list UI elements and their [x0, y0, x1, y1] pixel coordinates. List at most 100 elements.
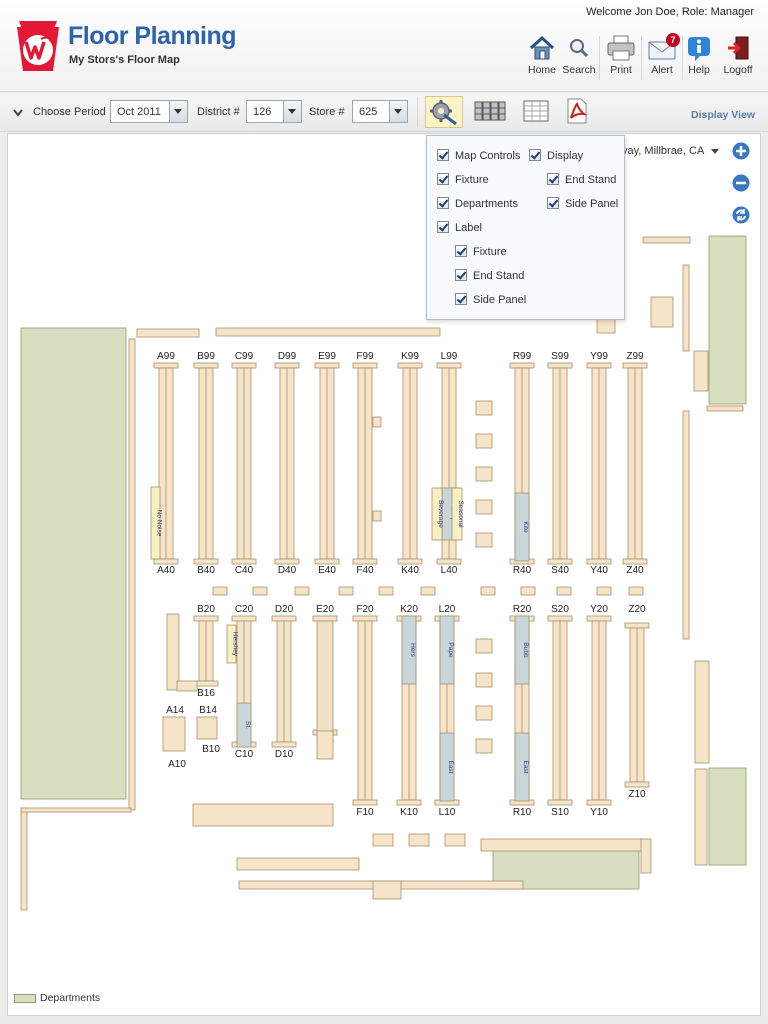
- small-fixture-b[interactable]: [196, 716, 218, 740]
- aisle-f99-end-cap[interactable]: [352, 362, 378, 369]
- end-stand[interactable]: [596, 586, 612, 596]
- checkbox-checked-icon[interactable]: [455, 245, 467, 257]
- aisle-y20-end-cap[interactable]: [586, 615, 612, 622]
- aisle-e99-end-cap[interactable]: [314, 362, 340, 369]
- display-table[interactable]: [475, 400, 493, 416]
- wall-fixture[interactable]: [706, 405, 744, 412]
- aisle-l99-end-cap[interactable]: [436, 558, 462, 565]
- side-panel[interactable]: [372, 510, 382, 522]
- wall-fixture[interactable]: [693, 350, 709, 392]
- department-block[interactable]: [708, 235, 747, 405]
- seasonal-section[interactable]: [451, 487, 463, 541]
- aisle-k20-end-cap[interactable]: [396, 799, 422, 806]
- aisle-y99-end-cap[interactable]: [586, 558, 612, 565]
- checkbox-checked-icon[interactable]: [547, 173, 559, 185]
- small-fixture[interactable]: [176, 680, 198, 692]
- store-select[interactable]: 625: [352, 100, 408, 123]
- aisle-s99-end-cap[interactable]: [547, 558, 573, 565]
- aisle-b20-end-cap[interactable]: [193, 615, 219, 622]
- checkbox-checked-icon[interactable]: [529, 149, 541, 161]
- aisle-y99-end-cap[interactable]: [586, 362, 612, 369]
- checkout-fixture[interactable]: [640, 838, 652, 874]
- aisle-e99-end-cap[interactable]: [314, 558, 340, 565]
- wall-fixture[interactable]: [650, 296, 674, 328]
- aisle-e20-end-cap[interactable]: [312, 615, 338, 622]
- end-stand[interactable]: [212, 586, 228, 596]
- location-chevron-down-icon[interactable]: [711, 149, 719, 154]
- east-l-section[interactable]: [439, 732, 455, 802]
- kite-section[interactable]: [514, 492, 530, 562]
- display-table[interactable]: [475, 532, 493, 548]
- aisle-r99-end-cap[interactable]: [509, 362, 535, 369]
- aisle-b99-end-cap[interactable]: [193, 558, 219, 565]
- aisle-z20-end-cap[interactable]: [624, 781, 650, 788]
- checkbox-checked-icon[interactable]: [455, 293, 467, 305]
- st-section[interactable]: [236, 702, 252, 748]
- checkout-fixture[interactable]: [192, 803, 334, 827]
- small-fixture-a[interactable]: [162, 716, 186, 752]
- walgreens-logo-icon[interactable]: [13, 17, 63, 75]
- floor-map-canvas[interactable]: A99A40B99B40C99C40D99D40E99E40F99F40K99K…: [8, 134, 761, 1016]
- aisle-d99-end-cap[interactable]: [274, 558, 300, 565]
- side-panel[interactable]: [372, 416, 382, 428]
- hershey-section[interactable]: [226, 624, 237, 664]
- period-select[interactable]: Oct 2011: [110, 100, 188, 123]
- aisle-f20-end-cap[interactable]: [352, 615, 378, 622]
- fixtures-button[interactable]: [472, 96, 510, 128]
- aisle-d99-end-cap[interactable]: [274, 362, 300, 369]
- aisle-f20-end-cap[interactable]: [352, 799, 378, 806]
- display-table[interactable]: [475, 672, 493, 688]
- end-stand[interactable]: [520, 586, 536, 596]
- wall-fixture[interactable]: [642, 236, 691, 244]
- end-stand[interactable]: [628, 586, 644, 596]
- e-section[interactable]: [316, 620, 334, 734]
- display-table[interactable]: [475, 433, 493, 449]
- display-table[interactable]: [475, 705, 493, 721]
- end-stand[interactable]: [480, 586, 496, 596]
- checkbox-checked-icon[interactable]: [437, 173, 449, 185]
- aisle-f99-end-cap[interactable]: [352, 558, 378, 565]
- east-r-section[interactable]: [514, 732, 530, 802]
- aisle-l99-end-cap[interactable]: [436, 362, 462, 369]
- wall-fixture[interactable]: [682, 264, 690, 352]
- display-table[interactable]: [475, 638, 493, 654]
- refresh-icon[interactable]: [732, 206, 750, 224]
- wall-fixture[interactable]: [694, 768, 708, 866]
- wall-fixture[interactable]: [128, 338, 136, 811]
- home-button[interactable]: Home: [522, 34, 562, 84]
- wall-fixture[interactable]: [20, 807, 132, 813]
- beverage-section[interactable]: [431, 487, 443, 541]
- end-stand[interactable]: [378, 586, 394, 596]
- search-button[interactable]: Search: [559, 34, 599, 84]
- end-stand[interactable]: [338, 586, 354, 596]
- collapse-chevron-icon[interactable]: [13, 109, 23, 117]
- wall-fixture[interactable]: [682, 410, 690, 640]
- display-table[interactable]: [372, 833, 394, 847]
- department-block[interactable]: [20, 327, 127, 800]
- checkbox-checked-icon[interactable]: [547, 197, 559, 209]
- checkout-fixture[interactable]: [480, 838, 648, 852]
- display-table[interactable]: [475, 738, 493, 754]
- map-settings-button[interactable]: [425, 96, 463, 128]
- alert-button[interactable]: 7 Alert: [642, 33, 682, 84]
- grid-report-button[interactable]: [518, 96, 556, 128]
- aisle-k99-end-cap[interactable]: [397, 558, 423, 565]
- display-table[interactable]: [444, 833, 466, 847]
- end-stand[interactable]: [294, 586, 310, 596]
- end-stand[interactable]: [556, 586, 572, 596]
- aisle-c20-end-cap[interactable]: [231, 615, 257, 622]
- pape-section[interactable]: [439, 615, 455, 685]
- aisle-a99-end-cap[interactable]: [153, 362, 179, 369]
- aisle-b20-end-cap[interactable]: [193, 680, 219, 687]
- display-table[interactable]: [475, 466, 493, 482]
- aisle-z99-end-cap[interactable]: [622, 362, 648, 369]
- hers-section[interactable]: [401, 615, 417, 685]
- checkout-fixture[interactable]: [372, 880, 402, 900]
- end-stand[interactable]: [252, 586, 268, 596]
- print-button[interactable]: Print: [601, 34, 641, 84]
- end-stand[interactable]: [420, 586, 436, 596]
- checkout-fixture[interactable]: [236, 857, 360, 871]
- checkbox-checked-icon[interactable]: [437, 221, 449, 233]
- aisle-s20-end-cap[interactable]: [547, 615, 573, 622]
